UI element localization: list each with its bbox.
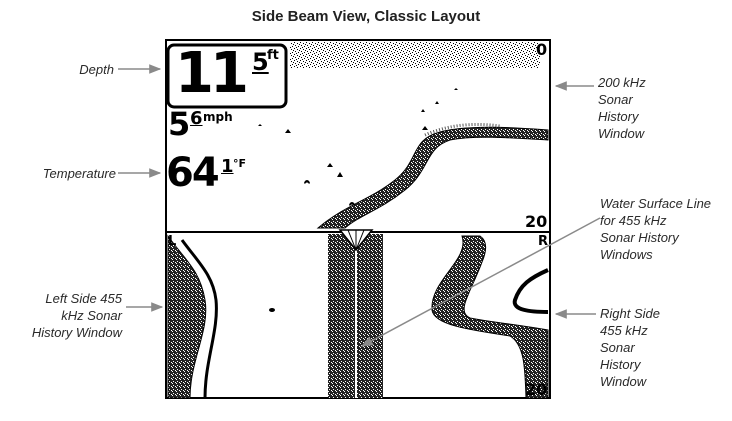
left-side-callout: Left Side 455 kHz Sonar History Window xyxy=(31,291,122,340)
water-surface-arrow xyxy=(360,217,601,347)
fish-arch xyxy=(327,163,333,167)
temperature-callout: Temperature xyxy=(42,166,116,181)
left-marker: L xyxy=(168,234,177,249)
temperature-readout: 64 xyxy=(166,150,220,196)
depth-fraction: 5 xyxy=(252,48,269,76)
bottom-clutter-top xyxy=(424,122,501,137)
speed-fraction: 6 xyxy=(190,108,203,129)
fish-arch xyxy=(258,124,262,126)
fish-arch xyxy=(337,172,343,177)
depth-box xyxy=(166,43,288,109)
speed-unit: mph xyxy=(203,110,233,124)
right-marker: R xyxy=(538,234,549,249)
left-side-edge xyxy=(180,239,218,399)
speed-readout: 5 xyxy=(168,105,191,143)
depth-whole: 11 xyxy=(175,41,249,106)
lower-bottom-scale: 20 xyxy=(525,380,548,399)
fish-arch xyxy=(454,88,458,90)
depth-unit: ft xyxy=(267,48,279,63)
fish-arches xyxy=(258,88,458,206)
depth-readout: 11 xyxy=(175,41,249,106)
surface-clutter xyxy=(290,42,540,68)
temperature-fraction: 1 xyxy=(221,156,234,177)
right-side-callout: Right Side 455 kHz Sonar History Window xyxy=(600,306,660,389)
bottom-contour xyxy=(316,126,549,229)
target-blip xyxy=(269,308,275,312)
sonar-200-callout: 200 kHz Sonar History Window xyxy=(598,75,646,141)
water-surface-callout: Water Surface Line for 455 kHz Sonar His… xyxy=(600,196,712,262)
fish-arch xyxy=(421,109,425,112)
diagram-title: Side Beam View, Classic Layout xyxy=(251,8,481,25)
fish-arch xyxy=(304,180,310,184)
top-depth-scale: 0 xyxy=(536,40,548,59)
depth-callout: Depth xyxy=(79,62,114,77)
fish-arch xyxy=(422,126,428,130)
fish-arch xyxy=(435,101,439,104)
boat-icon xyxy=(338,229,374,252)
left-side-trace xyxy=(167,234,207,399)
right-side-inner-trace xyxy=(512,268,549,314)
temperature-unit: °F xyxy=(233,157,247,170)
fish-arch xyxy=(349,202,355,206)
fish-arch xyxy=(285,129,291,133)
upper-bottom-scale: 20 xyxy=(525,212,548,231)
